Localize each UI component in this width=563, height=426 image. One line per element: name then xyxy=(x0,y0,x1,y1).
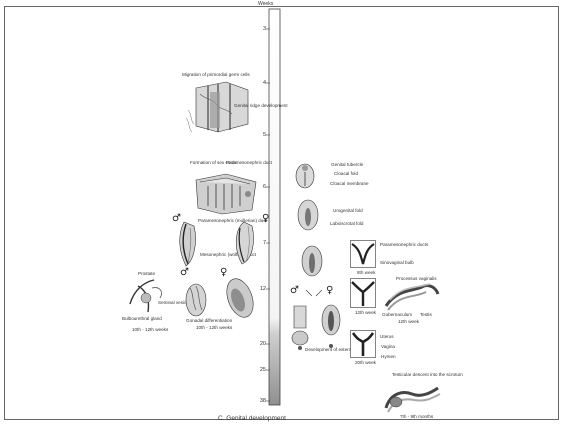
genital-tubercle-illustration xyxy=(294,162,316,190)
label-paramesonephric-ducts: Paramesonephric ducts xyxy=(380,242,428,247)
label-bulbourethral-gland: Bulbourethral gland xyxy=(122,316,162,321)
label-genital-ridge: Genital ridge development xyxy=(234,103,288,108)
genital-ridge-illustration xyxy=(186,80,256,136)
label-gonadal-differentiation: Gonadal differentiation xyxy=(186,318,232,323)
label-processus-vaginalis: Processus vaginalis xyxy=(396,276,437,281)
label-months-7-9: 7th - 9th months xyxy=(400,414,433,419)
prostate-illustration xyxy=(124,276,168,316)
processus-vaginalis-illustration xyxy=(384,282,440,312)
male-symbol-external: ♂ xyxy=(290,286,299,296)
male-external-genitalia-illustration xyxy=(290,302,310,352)
sinovaginal-8th-week-illustration xyxy=(350,240,376,268)
label-gubernaculum: Gubernaculum xyxy=(382,312,412,317)
vagina-20th-week-illustration xyxy=(350,330,376,358)
label-testicular-descent: Testicular descent into the scrotum xyxy=(392,372,463,377)
label-testis: Testis xyxy=(420,312,432,317)
indifferent-genitalia-illustration xyxy=(300,244,324,278)
label-cloacal-fold: Cloacal fold xyxy=(334,171,358,176)
figure-caption: C. Genital development xyxy=(218,415,286,422)
sex-cords-illustration xyxy=(192,172,260,216)
male-ducts-illustration xyxy=(176,220,202,270)
label-weeks-10-12-left: 10th - 12th weeks xyxy=(132,327,168,332)
label-weeks-10-12-mid: 10th - 12th weeks xyxy=(196,325,232,330)
ovary-differentiation-illustration xyxy=(222,274,258,322)
label-week-12-right: 12th week xyxy=(398,319,419,324)
female-symbol-external: ♀ xyxy=(326,286,333,296)
urogenital-fold-illustration xyxy=(296,198,320,232)
label-cloacal-membrane: Cloacal membrane xyxy=(330,181,369,186)
label-labioscrotal-fold: Labioscrotal fold xyxy=(330,221,363,226)
female-external-genitalia-illustration xyxy=(320,302,342,352)
timeline-tick-marks xyxy=(264,0,272,420)
female-ducts-illustration xyxy=(230,220,260,266)
testicular-descent-illustration xyxy=(382,384,442,414)
testis-differentiation-illustration xyxy=(182,280,210,320)
male-symbol-gonad: ♂ xyxy=(180,268,189,278)
label-vagina: Vagina xyxy=(381,344,395,349)
label-week-12: 12th week xyxy=(355,310,376,315)
label-week-20: 20th week xyxy=(355,360,376,365)
label-paramesonephric-duct: Paramesonephric duct xyxy=(226,160,272,165)
label-sinovaginal-bulb: Sinovaginal bulb xyxy=(380,260,414,265)
label-week-8: 8th week xyxy=(357,270,375,275)
label-migration: Migration of primordial germ cells xyxy=(182,72,250,77)
label-urogenital-fold: Urogenital fold xyxy=(333,208,363,213)
divergence-arrows xyxy=(302,288,326,298)
label-uterus: Uterus xyxy=(380,334,394,339)
label-genital-tubercle: Genital tubercle xyxy=(331,162,363,167)
label-hymen: Hymen xyxy=(381,354,396,359)
vagina-12th-week-illustration xyxy=(350,278,376,308)
